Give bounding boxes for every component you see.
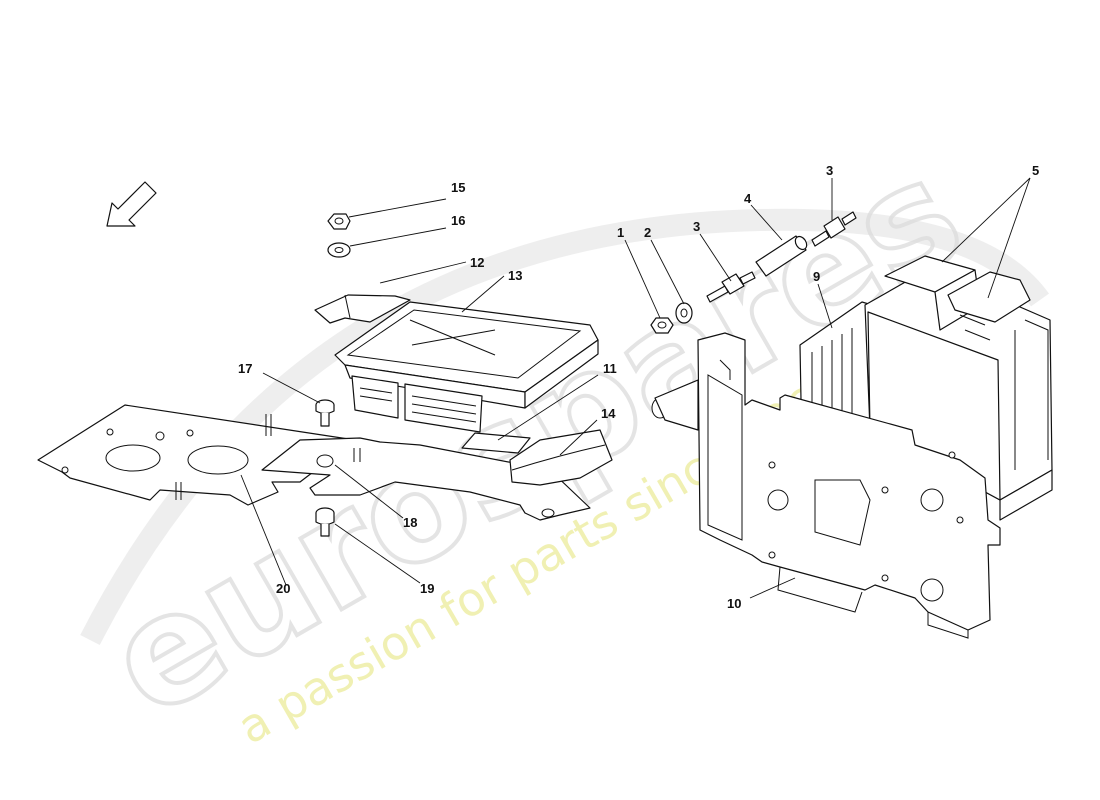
part-2-washer <box>675 302 693 324</box>
callout-12: 12 <box>470 255 484 270</box>
callout-11: 11 <box>603 361 617 376</box>
callout-5: 5 <box>1032 163 1039 178</box>
callout-2: 2 <box>644 225 651 240</box>
part-19-stud <box>315 507 335 537</box>
callout-20: 20 <box>276 581 290 596</box>
callout-1: 1 <box>617 225 624 240</box>
part-14-cover <box>509 429 613 486</box>
part-3-stud-upper <box>811 211 857 247</box>
leader-lines <box>240 177 1031 599</box>
callout-13: 13 <box>508 268 522 283</box>
part-15-nut <box>327 213 351 230</box>
part-20-base-plate <box>37 404 356 506</box>
callout-4: 4 <box>744 191 752 206</box>
direction-arrow-icon <box>106 181 157 227</box>
part-12-small-bracket <box>314 294 411 324</box>
part-1-nut <box>650 317 674 334</box>
part-10-mounting-plate <box>651 332 1001 639</box>
callout-9: 9 <box>813 269 820 284</box>
part-13-control-unit <box>334 301 599 433</box>
part-4-spacer <box>755 235 808 277</box>
callout-3-lower: 3 <box>693 219 700 234</box>
part-16-washer <box>327 242 351 258</box>
callout-16: 16 <box>451 213 465 228</box>
callout-18: 18 <box>403 515 417 530</box>
callout-17: 17 <box>238 361 252 376</box>
callout-15: 15 <box>451 180 465 195</box>
part-3-stud-lower <box>706 271 756 303</box>
callout-19: 19 <box>420 581 434 596</box>
callout-labels: 1 2 3 4 3 5 9 10 11 12 13 14 15 16 17 18… <box>238 163 1039 611</box>
part-11-pad <box>461 432 531 454</box>
callout-3-upper: 3 <box>826 163 833 178</box>
part-17-screw <box>315 399 335 427</box>
part-18-bracket <box>261 437 591 521</box>
callout-10: 10 <box>727 596 741 611</box>
callout-14: 14 <box>601 406 616 421</box>
